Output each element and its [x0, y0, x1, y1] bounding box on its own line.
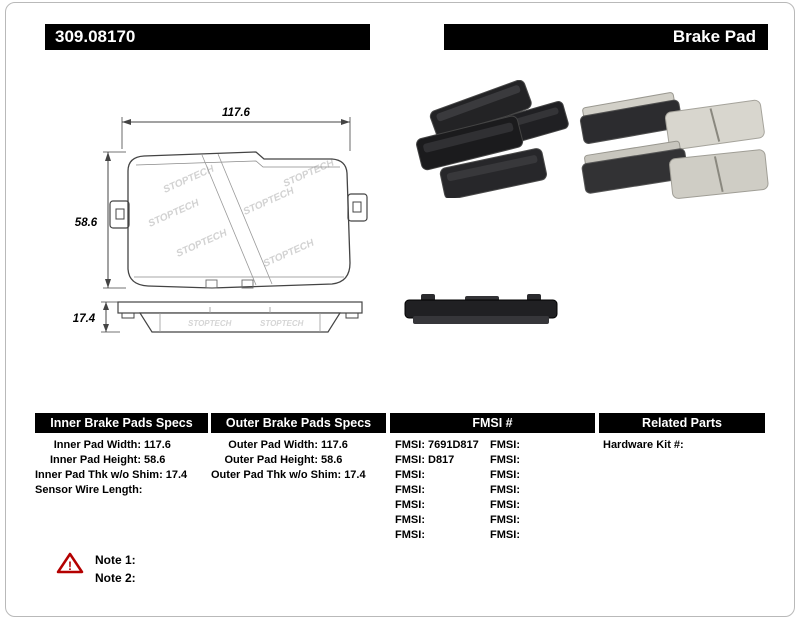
pad-outline: [109, 151, 368, 289]
inner-specs-table: Inner Pad Width: 117.6 Inner Pad Height:…: [35, 437, 208, 497]
product-name-header-bar: Brake Pad: [444, 24, 768, 50]
stoptech-watermark: STOPTECH STOPTECH: [188, 319, 304, 328]
table-row: Outer Pad Height: 58.6: [211, 452, 386, 467]
product-photo-pad-edge: [404, 294, 558, 324]
fmsi-label: FMSI:: [490, 483, 520, 496]
stoptech-watermark: STOPTECH STOPTECH STOPTECH STOPTECH STOP…: [147, 157, 337, 269]
table-row: FMSI: D817 FMSI:: [390, 452, 595, 467]
width-dimension: 117.6: [121, 107, 351, 151]
fmsi-title: FMSI #: [472, 416, 513, 430]
svg-text:STOPTECH: STOPTECH: [282, 157, 337, 189]
svg-text:STOPTECH: STOPTECH: [175, 227, 230, 259]
fmsi-table: FMSI: 7691D817 FMSI: FMSI: D817 FMSI: FM…: [390, 437, 595, 542]
spec-value: 58.6: [321, 453, 343, 466]
dark-pad: [416, 115, 524, 171]
fmsi-value: D817: [428, 453, 455, 466]
table-row: Outer Pad Thk w/o Shim: 17.4: [211, 467, 386, 482]
part-number-header-bar: 309.08170: [45, 24, 370, 50]
spec-value: 117.6: [321, 438, 348, 451]
spec-label: Outer Pad Height:: [224, 453, 318, 466]
svg-text:STOPTECH: STOPTECH: [242, 185, 297, 217]
pad-profile-outline: [117, 301, 363, 333]
warning-exclamation: !: [68, 559, 72, 573]
fmsi-label: FMSI:: [395, 438, 425, 451]
table-row: Inner Pad Thk w/o Shim: 17.4: [35, 467, 208, 482]
pad-profile-view-drawing: 17.4 STOPTECH STOPTECH: [73, 301, 363, 333]
svg-text:STOPTECH: STOPTECH: [162, 163, 217, 195]
ceramic-pad-face: [664, 99, 765, 151]
fmsi-label: FMSI:: [490, 453, 520, 466]
height-dimension: 58.6: [75, 151, 126, 289]
table-row: FMSI: 7691D817 FMSI:: [390, 437, 595, 452]
pad-front-view-drawing: STOPTECH STOPTECH STOPTECH STOPTECH STOP…: [75, 107, 368, 289]
spec-value: 17.4: [344, 468, 366, 481]
dark-pad: [439, 148, 547, 198]
fmsi-label: FMSI:: [395, 528, 425, 541]
svg-text:STOPTECH: STOPTECH: [147, 197, 202, 229]
svg-text:STOPTECH: STOPTECH: [262, 237, 317, 269]
table-row: FMSI: FMSI:: [390, 497, 595, 512]
thickness-dimension: 17.4: [73, 301, 120, 333]
fmsi-label: FMSI:: [395, 453, 425, 466]
related-parts-header: Related Parts: [599, 413, 765, 433]
table-row: Inner Pad Height: 58.6: [35, 452, 208, 467]
svg-text:STOPTECH: STOPTECH: [260, 319, 304, 328]
fmsi-header: FMSI #: [390, 413, 595, 433]
spec-label: Sensor Wire Length:: [35, 483, 143, 496]
fmsi-label: FMSI:: [395, 513, 425, 526]
thickness-dimension-label: 17.4: [73, 313, 96, 325]
fmsi-label: FMSI:: [490, 438, 520, 451]
product-photo-pads-dark: [416, 80, 569, 198]
table-row: Hardware Kit #:: [599, 437, 765, 452]
fmsi-label: FMSI:: [395, 468, 425, 481]
spec-label: Inner Pad Width:: [53, 438, 141, 451]
spec-value: 17.4: [165, 468, 188, 481]
height-dimension-label: 58.6: [75, 217, 98, 229]
fmsi-label: FMSI:: [395, 498, 425, 511]
related-parts-title: Related Parts: [642, 416, 722, 430]
fmsi-label: FMSI:: [490, 498, 520, 511]
table-row: Sensor Wire Length:: [35, 482, 208, 497]
ceramic-pad-face: [669, 149, 769, 199]
page-border: [5, 2, 795, 617]
table-row: FMSI: FMSI:: [390, 527, 595, 542]
fmsi-value: 7691D817: [428, 438, 479, 451]
spec-value: 58.6: [144, 453, 166, 466]
outer-specs-table: Outer Pad Width: 117.6 Outer Pad Height:…: [211, 437, 386, 482]
inner-specs-title: Inner Brake Pads Specs: [50, 416, 193, 430]
spec-label: Outer Pad Thk w/o Shim:: [211, 468, 342, 481]
related-parts-table: Hardware Kit #:: [599, 437, 765, 452]
spec-label: Inner Pad Thk w/o Shim:: [35, 468, 163, 481]
table-row: FMSI: FMSI:: [390, 512, 595, 527]
product-photo-pads-ceramic: [579, 92, 769, 199]
spec-label: Inner Pad Height:: [49, 453, 141, 466]
width-dimension-label: 117.6: [222, 107, 251, 119]
spec-value: 117.6: [144, 438, 171, 451]
fmsi-label: FMSI:: [490, 513, 520, 526]
inner-specs-header: Inner Brake Pads Specs: [35, 413, 208, 433]
warning-triangle-icon: !: [56, 552, 84, 574]
edge-pad: [404, 294, 558, 324]
outer-specs-header: Outer Brake Pads Specs: [211, 413, 386, 433]
fmsi-label: FMSI:: [490, 528, 520, 541]
product-name: Brake Pad: [672, 27, 756, 46]
spec-label: Outer Pad Width:: [228, 438, 318, 451]
table-row: FMSI: FMSI:: [390, 467, 595, 482]
fmsi-label: FMSI:: [490, 468, 520, 481]
note-1-label: Note 1:: [95, 553, 136, 567]
note-2-label: Note 2:: [95, 571, 136, 585]
svg-text:STOPTECH: STOPTECH: [188, 319, 232, 328]
spec-label: Hardware Kit #:: [603, 438, 684, 451]
table-row: Outer Pad Width: 117.6: [211, 437, 386, 452]
part-number: 309.08170: [55, 27, 136, 46]
outer-specs-title: Outer Brake Pads Specs: [225, 416, 372, 430]
fmsi-label: FMSI:: [395, 483, 425, 496]
table-row: FMSI: FMSI:: [390, 482, 595, 497]
table-row: Inner Pad Width: 117.6: [35, 437, 208, 452]
